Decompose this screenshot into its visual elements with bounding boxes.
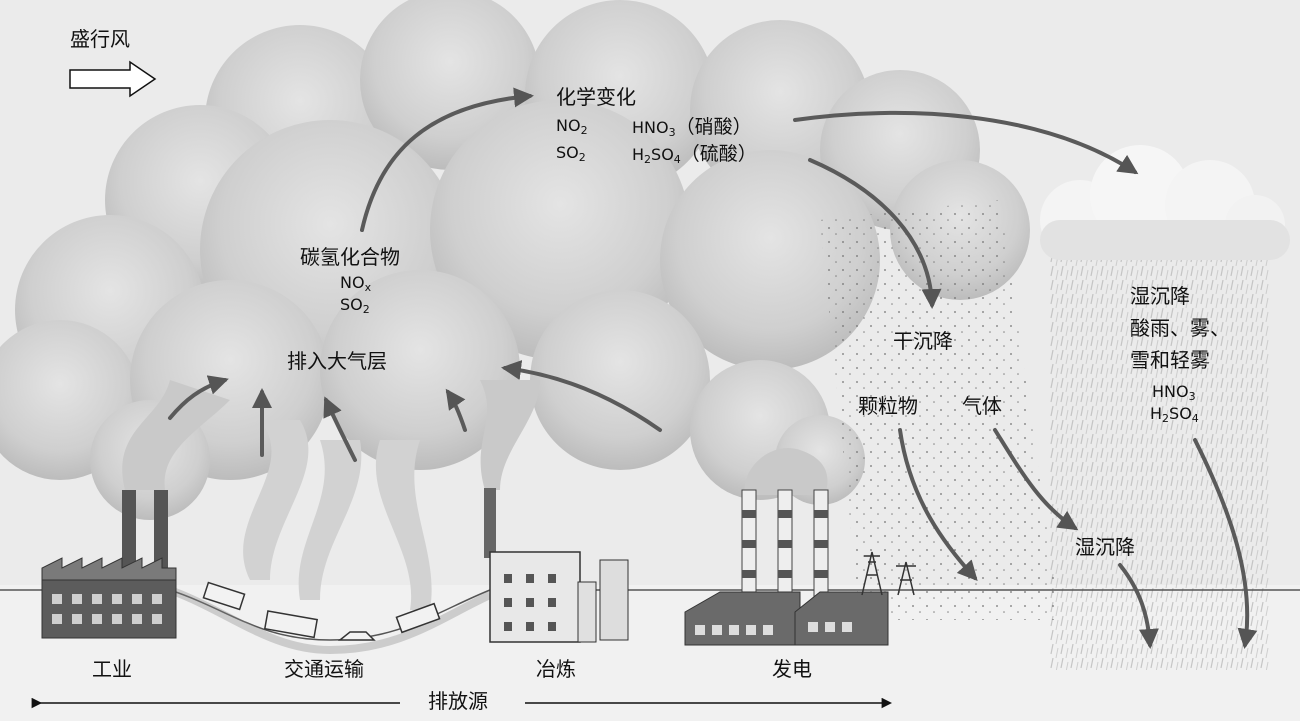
wet-deposition-line3: 雪和轻雾 bbox=[1130, 348, 1210, 372]
chemical-change-title: 化学变化 bbox=[556, 85, 636, 109]
dry-particles-label: 颗粒物 bbox=[858, 394, 918, 418]
factory-industry bbox=[41, 490, 177, 639]
wet-deposition-lower-label: 湿沉降 bbox=[1075, 535, 1135, 559]
chem-row2-product: H2SO4（硫酸） bbox=[632, 143, 757, 166]
dry-deposition-particles bbox=[820, 200, 1060, 620]
process-arrows bbox=[168, 87, 1258, 649]
wind-arrow bbox=[69, 60, 157, 98]
dry-deposition-title: 干沉降 bbox=[893, 329, 953, 353]
emissions-nox: NOx bbox=[340, 273, 372, 294]
source-traffic-label: 交通运输 bbox=[284, 657, 364, 681]
wet-deposition-title: 湿沉降 bbox=[1130, 284, 1190, 308]
source-power-label: 发电 bbox=[772, 657, 812, 681]
power-plant bbox=[684, 489, 916, 646]
source-industry-label: 工业 bbox=[92, 657, 132, 681]
wet-hno3: HNO3 bbox=[1152, 382, 1196, 403]
emissions-title: 碳氢化合物 bbox=[300, 245, 400, 269]
chem-row1-reactant: NO2 bbox=[556, 116, 588, 137]
wet-h2so4: H2SO4 bbox=[1150, 404, 1199, 425]
chem-row2-reactant: SO2 bbox=[556, 143, 586, 164]
source-smelting-label: 冶炼 bbox=[536, 657, 576, 681]
ground bbox=[0, 586, 1300, 655]
rain-cloud bbox=[1040, 145, 1290, 670]
emission-sources-label: 排放源 bbox=[428, 689, 488, 713]
smelter bbox=[484, 488, 629, 643]
dry-gas-label: 气体 bbox=[962, 394, 1002, 418]
emissions-so2: SO2 bbox=[340, 295, 370, 316]
smoke-plumes bbox=[122, 380, 828, 610]
vehicles bbox=[202, 581, 441, 641]
into-atmosphere-label: 排入大气层 bbox=[287, 349, 387, 373]
wind-label: 盛行风 bbox=[70, 27, 130, 51]
smog-cloud bbox=[0, 0, 1030, 520]
chem-row1-product: HNO3（硝酸） bbox=[632, 116, 752, 139]
wet-deposition-line2: 酸雨、雾、 bbox=[1130, 316, 1230, 340]
